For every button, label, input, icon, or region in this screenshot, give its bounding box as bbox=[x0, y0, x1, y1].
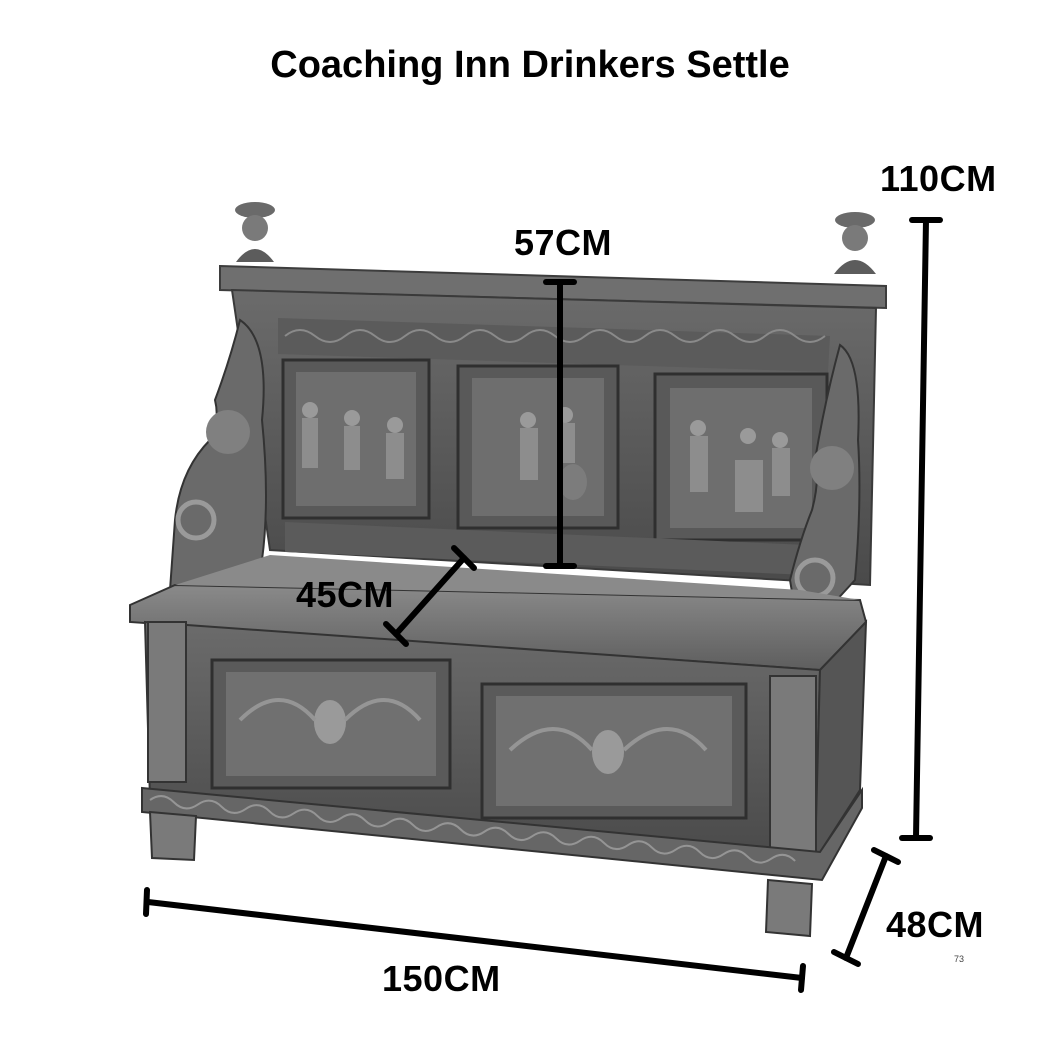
seat-depth-dimension-line bbox=[383, 545, 477, 647]
back-height-dimension-line bbox=[543, 279, 577, 569]
seat-depth-label: 45CM bbox=[296, 574, 395, 615]
carved-panel-left bbox=[281, 358, 431, 520]
lower-panel-left bbox=[210, 658, 452, 790]
right-foot bbox=[764, 878, 814, 938]
total-height-label: 110CM bbox=[880, 158, 997, 199]
carved-panel-right bbox=[653, 372, 829, 542]
height-dimension-line bbox=[899, 217, 943, 841]
depth-label: 48CM bbox=[886, 904, 985, 945]
back-height-label: 57CM bbox=[514, 222, 613, 263]
width-label: 150CM bbox=[382, 958, 501, 999]
page-title: Coaching Inn Drinkers Settle bbox=[270, 44, 790, 86]
left-foot bbox=[148, 810, 198, 862]
left-finial-bust bbox=[235, 202, 275, 262]
width-dimension-line bbox=[143, 887, 806, 993]
right-finial-bust bbox=[834, 212, 876, 274]
crest-rail bbox=[219, 264, 887, 310]
depth-dimension-line bbox=[831, 847, 901, 967]
page-number: 73 bbox=[954, 954, 965, 964]
left-green-man bbox=[147, 621, 187, 783]
left-arm-lion bbox=[168, 318, 267, 592]
lower-panel-right bbox=[480, 682, 748, 820]
carved-plinth bbox=[141, 786, 863, 882]
right-green-man bbox=[769, 675, 817, 853]
carved-panel-center bbox=[456, 364, 620, 530]
